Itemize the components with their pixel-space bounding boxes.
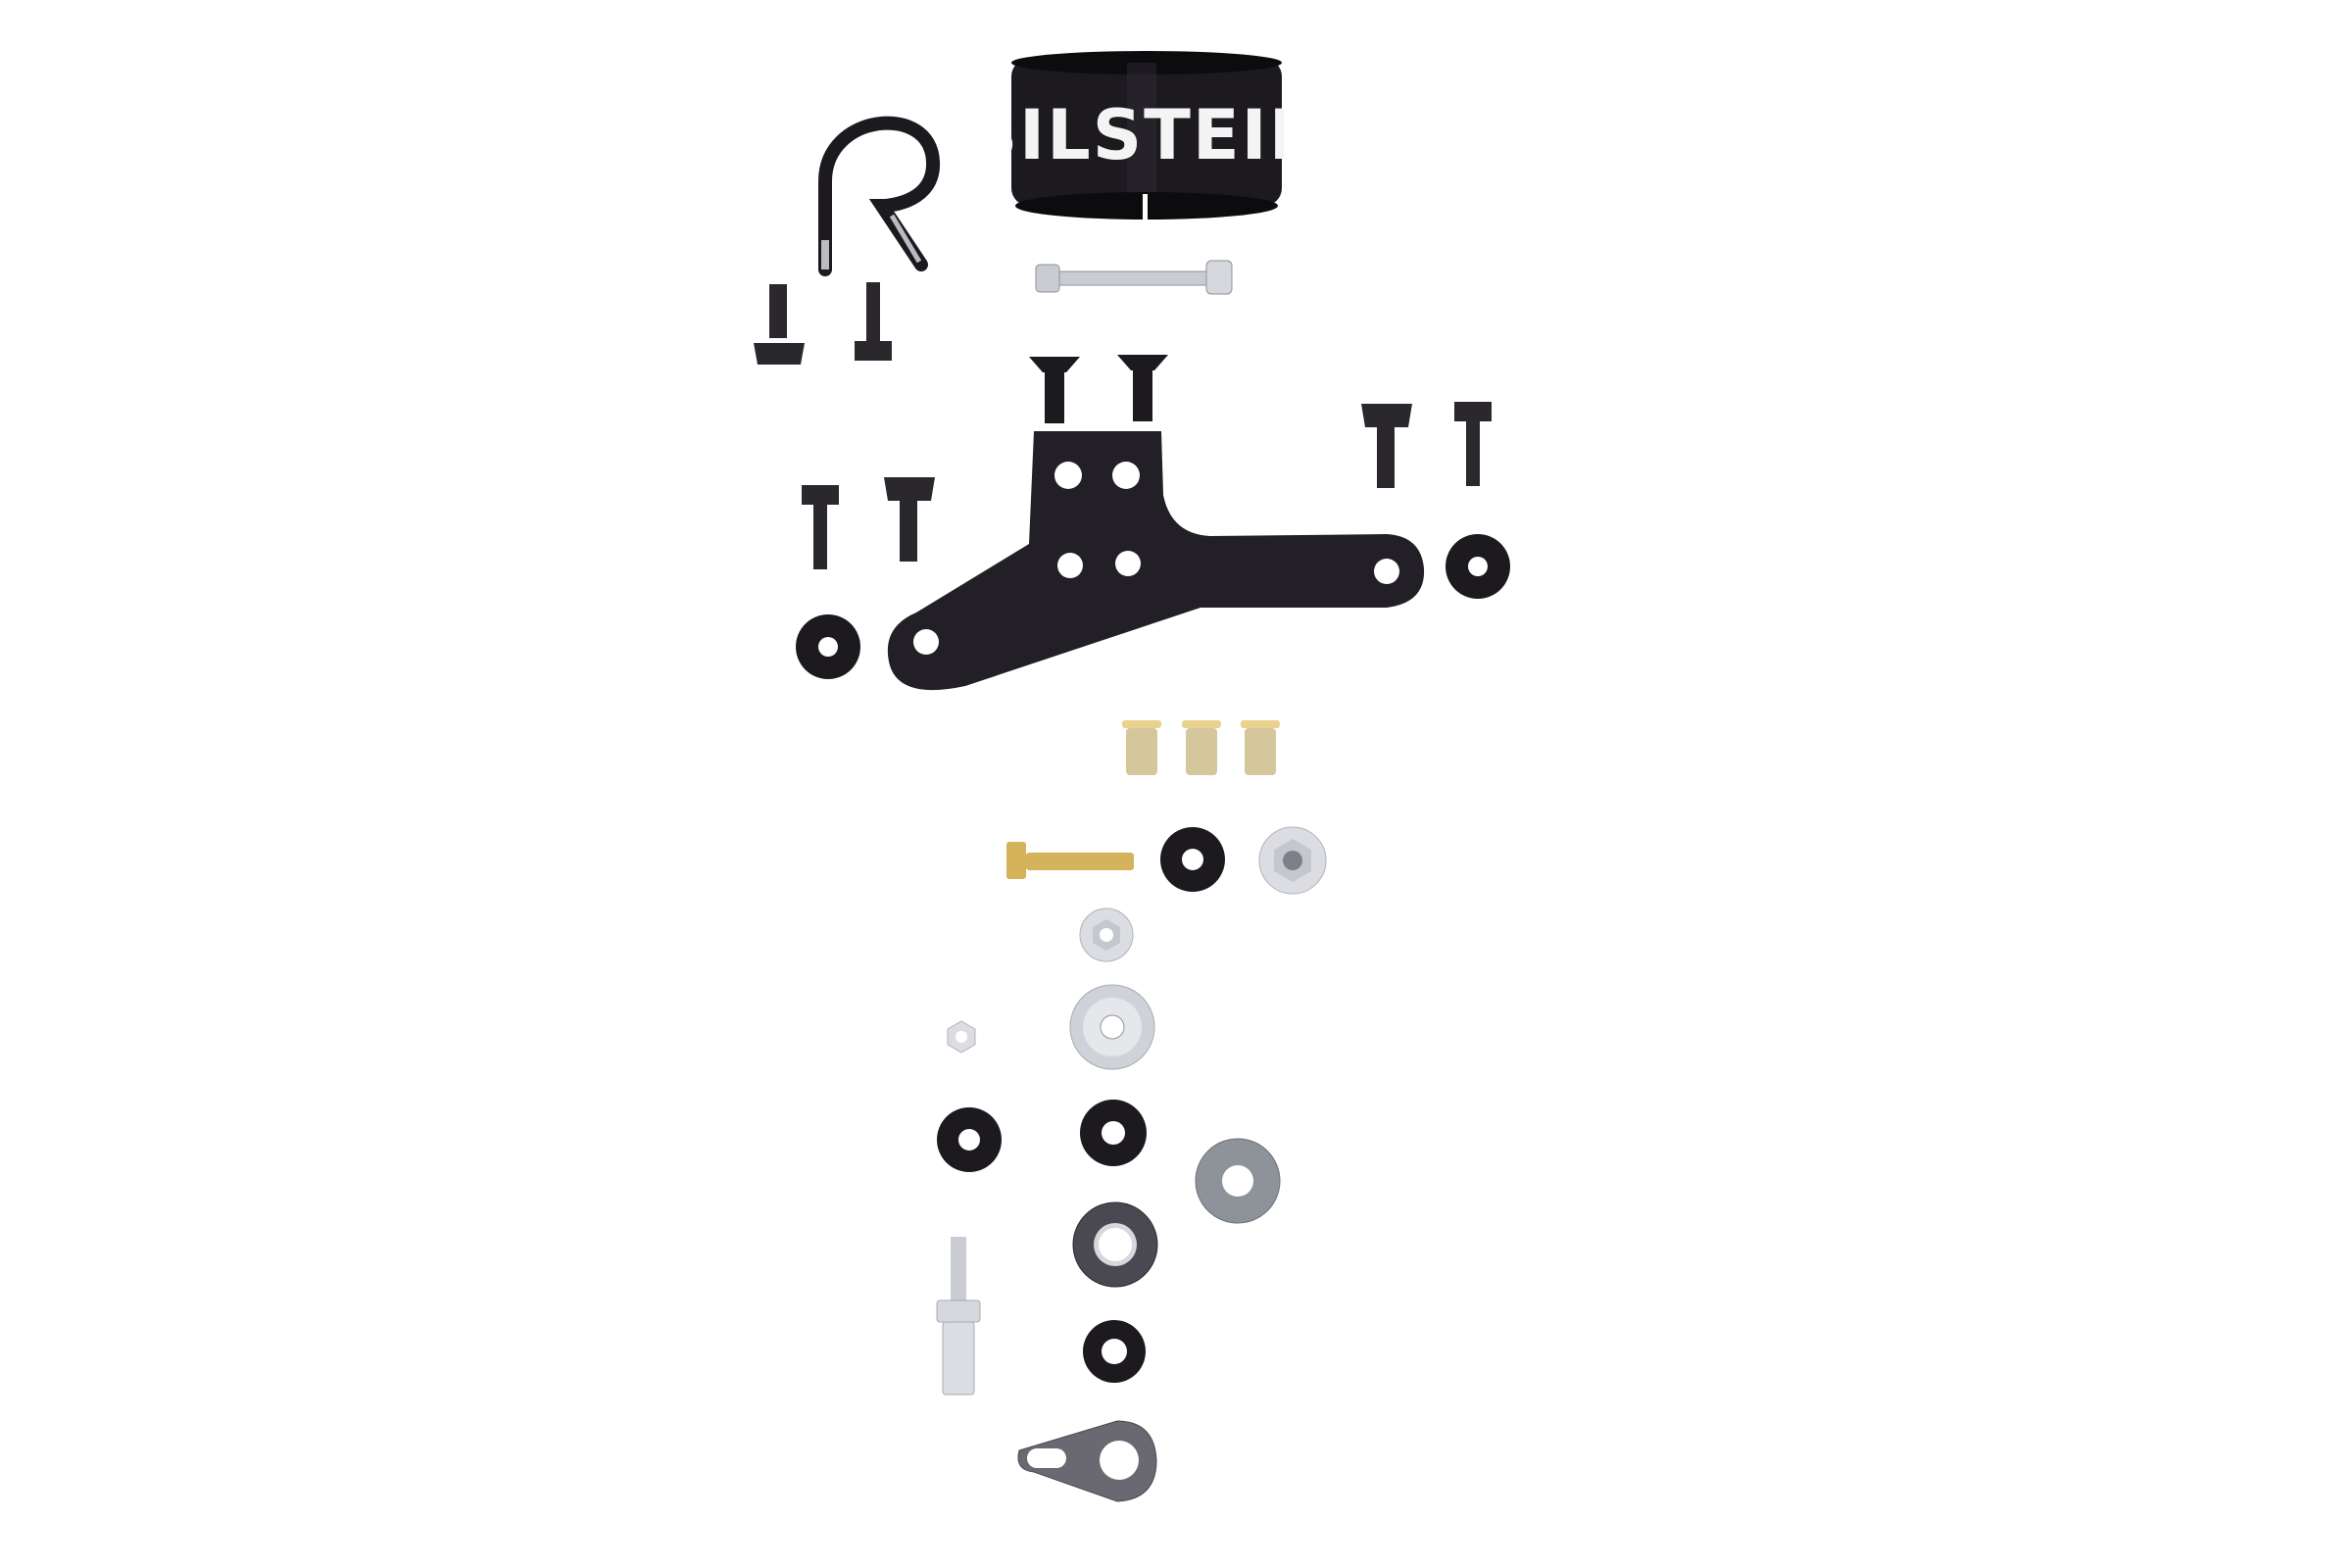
small-flange-nut (1078, 906, 1135, 963)
flange-nut (1257, 825, 1328, 896)
rubber-washer (1158, 825, 1227, 894)
bilstein-sleeve: BILSTEIN (1009, 49, 1284, 225)
brand-label: BILSTEIN (1009, 95, 1284, 175)
rivet-nut (1239, 718, 1282, 777)
flange-bolt (1357, 402, 1416, 490)
hex-bolt (851, 282, 896, 370)
small-nut (944, 1019, 979, 1054)
rivet-nut (1120, 718, 1163, 777)
steel-cup-washer (1071, 1200, 1159, 1289)
long-bolt-with-nut (1034, 253, 1250, 302)
mounting-bracket (877, 426, 1436, 691)
brass-hex-bolt (1004, 838, 1137, 882)
rivet-nut (1180, 718, 1223, 777)
hex-bolt (798, 485, 843, 573)
teardrop-tab (1009, 1411, 1166, 1509)
flange-bolt (880, 475, 939, 564)
cup-washer (1068, 983, 1156, 1071)
rubber-washer (1444, 532, 1512, 601)
countersunk-screw (1027, 355, 1082, 425)
threaded-stud (929, 1235, 988, 1396)
flat-washer (1194, 1137, 1282, 1225)
rubber-washer (935, 1105, 1004, 1174)
countersunk-screw (1115, 353, 1170, 423)
flange-bolt (750, 284, 808, 372)
p-clamp (813, 93, 951, 279)
rubber-washer (794, 612, 862, 681)
hex-bolt (1450, 402, 1495, 490)
rubber-washer (1078, 1098, 1149, 1168)
rubber-washer (1081, 1318, 1148, 1385)
